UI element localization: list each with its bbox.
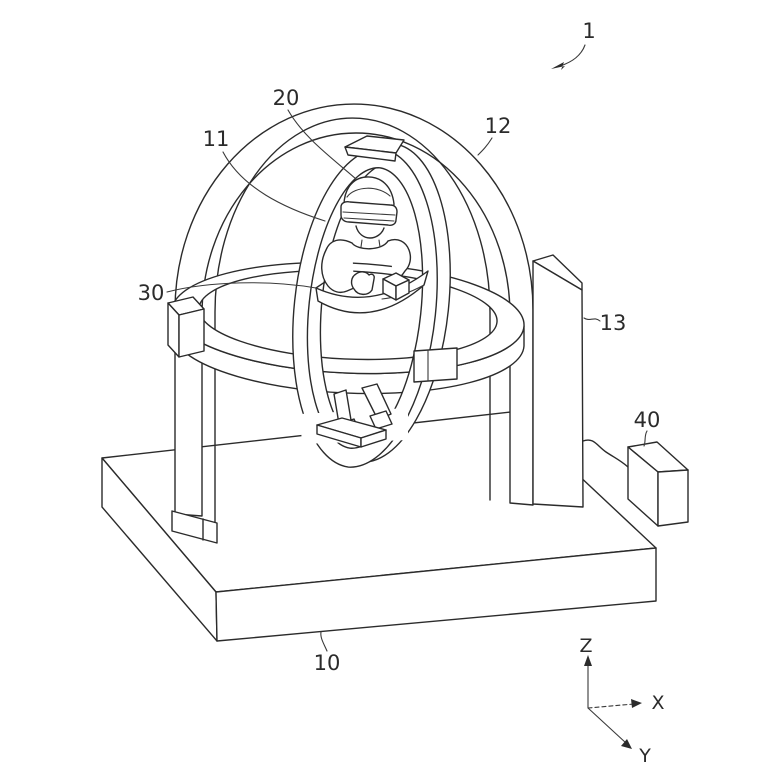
y-axis-label: Y: [638, 745, 651, 767]
support-pillar: [532, 254, 584, 508]
control-box: [627, 441, 689, 527]
vr-headset-visor-line1: [342, 211, 396, 216]
reference-numerals: 1 20 11 12 30 13 40 10: [138, 19, 661, 675]
vr-headset-visor-line2: [343, 217, 395, 222]
legs-and-footrest: [316, 383, 393, 448]
helmet-brow-line: [346, 187, 391, 198]
control-box-right: [657, 469, 689, 527]
z-axis-arrow: [584, 655, 592, 666]
outer-ring-top-face: [171, 261, 525, 375]
neck: [360, 239, 381, 248]
chest-collar: [351, 240, 389, 250]
leader-line-10: [320, 631, 328, 652]
inner-ring-band: [292, 148, 438, 468]
x-axis-arrow: [631, 699, 642, 708]
axis-triad: Z X Y: [579, 635, 664, 767]
ref-label-10: 10: [314, 651, 341, 675]
leader-line-11: [222, 151, 326, 222]
ring-front-block-face: [413, 347, 458, 383]
ref-label-13: 13: [600, 311, 627, 335]
leader-line-12: [477, 137, 493, 156]
figure-arrow-head: [551, 62, 565, 70]
ref-label-30: 30: [138, 281, 165, 305]
y-axis-arrow: [621, 739, 632, 749]
base-front-face: [215, 547, 657, 642]
ring-side-box-right: [178, 308, 205, 358]
leader-line-30: [166, 282, 317, 293]
leader-line-20: [287, 109, 357, 180]
arch-soffit-edge: [214, 117, 491, 539]
arch-left-foot: [171, 510, 218, 544]
x-axis-line: [587, 703, 635, 709]
y-axis-line: [587, 707, 627, 744]
leader-line-40: [643, 430, 648, 447]
figure-arrow-curve: [559, 44, 586, 67]
ref-label-12: 12: [485, 114, 512, 138]
leader-lines: [166, 44, 648, 652]
z-axis-label: Z: [579, 635, 592, 657]
x-axis-label: X: [651, 692, 664, 714]
ref-label-11: 11: [203, 127, 230, 151]
ring-front-block: [413, 347, 458, 383]
right-foot: [369, 410, 393, 430]
ring-top-plate-edge: [344, 146, 397, 162]
helmet-dome: [343, 176, 395, 211]
left-arm: [321, 239, 355, 294]
ref-label-20: 20: [273, 86, 300, 110]
footrest-right: [360, 429, 387, 448]
controller-right: [395, 279, 410, 301]
fist: [350, 271, 375, 296]
hand-controller-box: [382, 272, 410, 301]
ref-label-1: 1: [582, 19, 595, 43]
occupant-figure: [316, 176, 412, 448]
ref-label-40: 40: [634, 408, 661, 432]
pillar-front-face: [532, 260, 584, 508]
cable: [582, 439, 629, 468]
ring-side-box: [167, 296, 205, 358]
chin: [355, 225, 385, 239]
leader-line-13: [583, 317, 601, 322]
